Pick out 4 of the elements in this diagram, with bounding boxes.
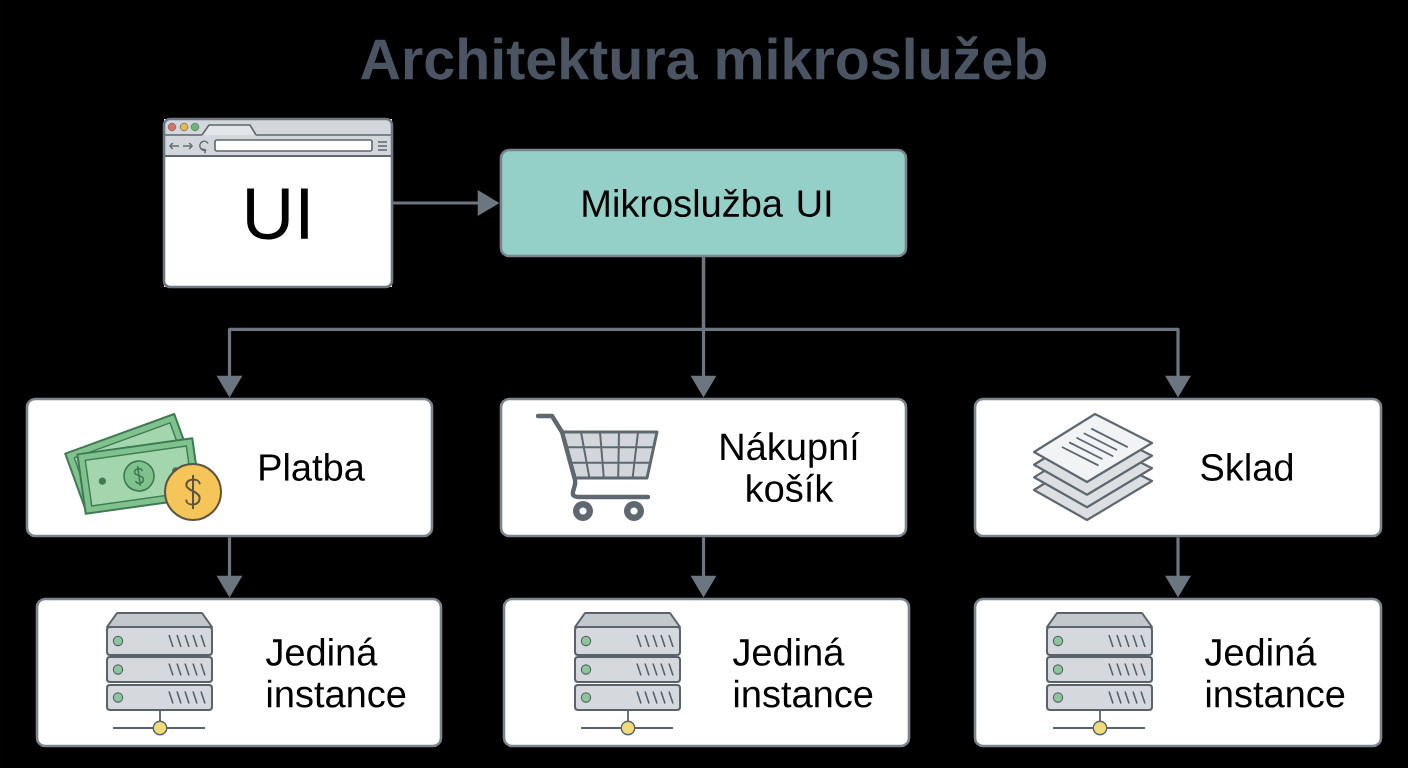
service-box: Mikroslužba UI: [499, 148, 908, 258]
browser-window: UI: [162, 117, 394, 289]
service-box: Nákupní košík: [499, 397, 908, 538]
title: Architektura mikroslužeb: [360, 36, 1047, 80]
